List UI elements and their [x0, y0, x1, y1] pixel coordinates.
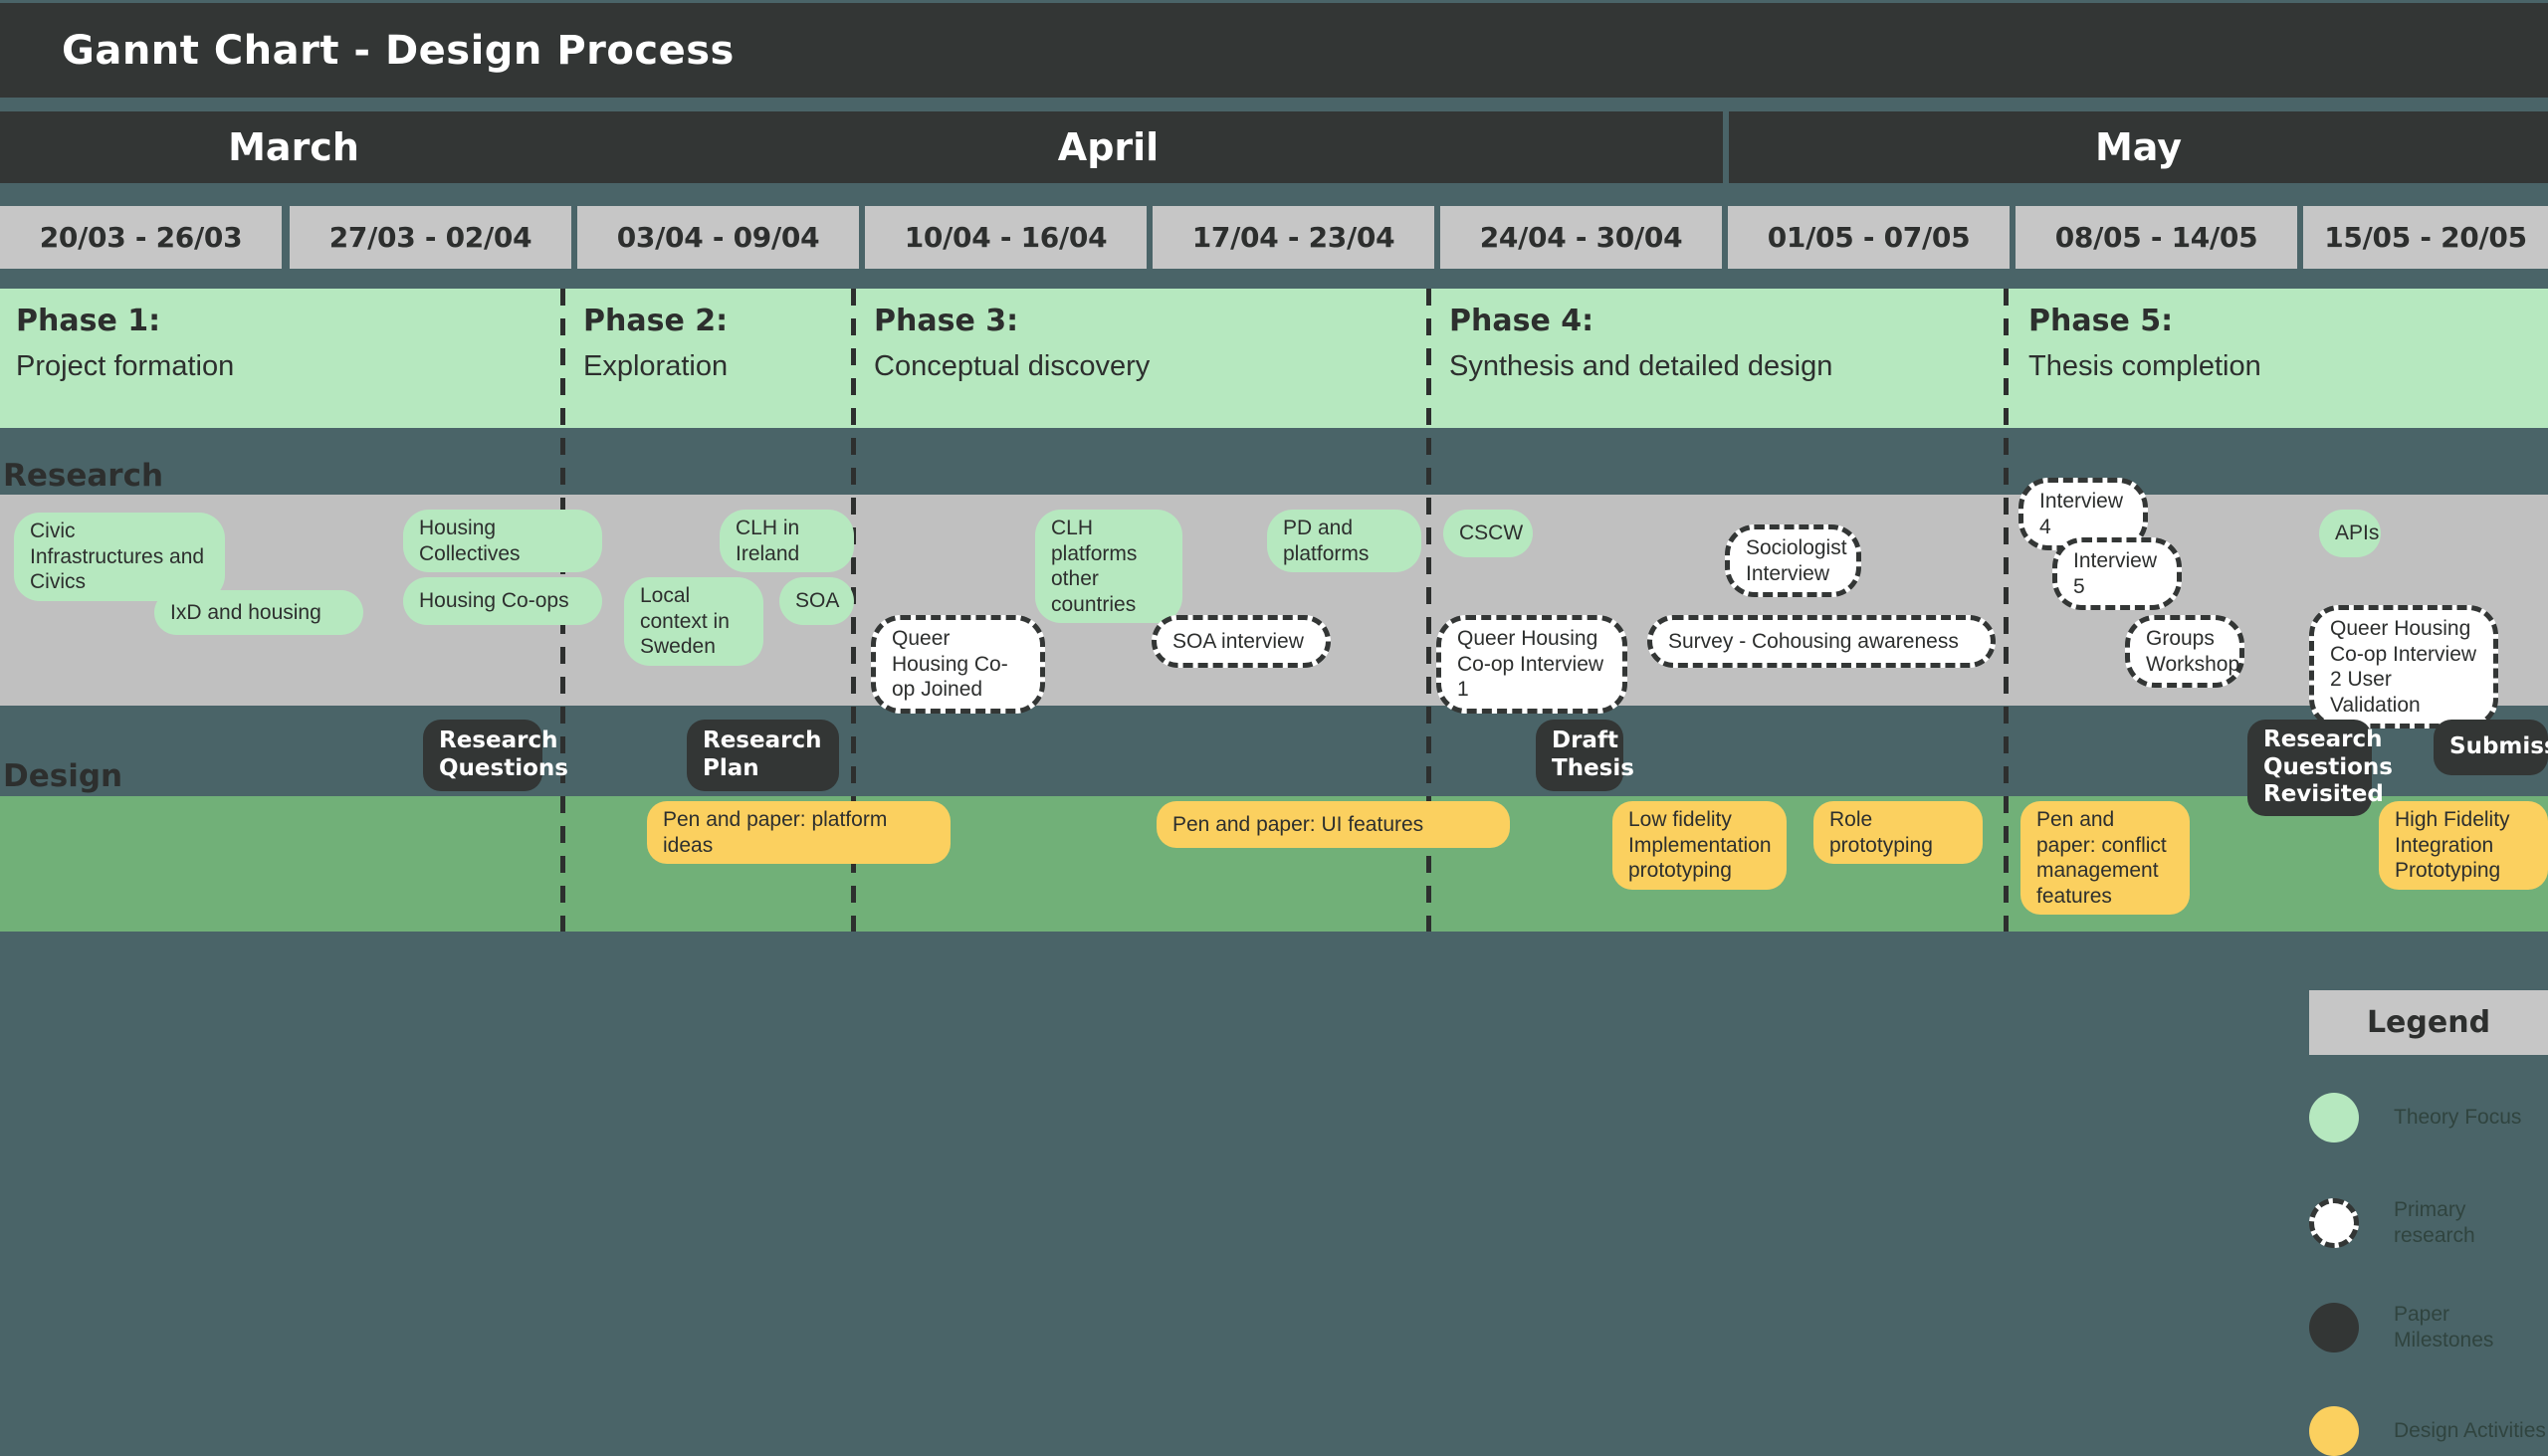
legend-label: Paper Milestones: [2394, 1303, 2494, 1352]
milestone-pill[interactable]: Submission: [2434, 720, 2548, 775]
research-task-pill[interactable]: SOA interview: [1152, 615, 1331, 668]
phase-block-3: Phase 3: Conceptual discovery: [858, 289, 1425, 428]
legend-label: Theory Focus: [2394, 1105, 2522, 1129]
phase-block-2: Phase 2: Exploration: [567, 289, 853, 428]
design-activity-pill[interactable]: Pen and paper: platform ideas: [647, 801, 951, 865]
phase-band: Phase 1: Project formation Phase 2: Explora…: [0, 289, 2548, 428]
phase-block-5: Phase 5: Thesis completion: [2013, 289, 2548, 428]
design-activity-pill[interactable]: Role prototyping: [1813, 801, 1983, 865]
phase-name: Phase 2:: [583, 304, 729, 338]
phase-block-1: Phase 1: Project formation: [0, 289, 562, 428]
research-task-pill[interactable]: CSCW: [1443, 510, 1533, 557]
research-task-pill[interactable]: Sociologist Interview: [1725, 524, 1861, 598]
phase-divider-line: [2004, 289, 2009, 932]
week-cell: 03/04 - 09/04: [577, 206, 859, 269]
research-task-pill[interactable]: Housing Collectives: [403, 510, 602, 573]
milestone-pill[interactable]: Research Plan: [687, 720, 839, 791]
research-task-pill[interactable]: PD and platforms: [1267, 510, 1421, 573]
phase-description: Exploration: [583, 350, 729, 382]
research-task-pill[interactable]: CLH in Ireland: [720, 510, 854, 573]
legend-title: Legend: [2309, 990, 2548, 1055]
phase-block-4: Phase 4: Synthesis and detailed design: [1433, 289, 2006, 428]
research-task-pill[interactable]: SOA: [779, 577, 854, 625]
phase-divider-line: [1426, 289, 1431, 932]
legend-item: Primary research: [2309, 1197, 2548, 1250]
research-task-pill[interactable]: Groups Workshop: [2125, 615, 2244, 689]
research-task-pill[interactable]: IxD and housing: [154, 590, 363, 635]
legend-label: Design Activities: [2394, 1418, 2546, 1442]
research-task-pill[interactable]: Queer Housing Co-op Joined: [871, 615, 1045, 714]
milestone-pill[interactable]: Draft Thesis: [1536, 720, 1634, 791]
legend-label: Primary research: [2394, 1198, 2475, 1248]
legend-swatch-milestone: [2309, 1303, 2359, 1353]
title-bar: Gannt Chart - Design Process: [0, 3, 2548, 98]
design-activity-pill[interactable]: Pen and paper: conflict management featu…: [2020, 801, 2190, 916]
milestone-pill[interactable]: Research Questions: [423, 720, 568, 791]
week-cell: 10/04 - 16/04: [865, 206, 1147, 269]
week-cell: 24/04 - 30/04: [1440, 206, 1722, 269]
week-cell: 08/05 - 14/05: [2016, 206, 2297, 269]
phase-name: Phase 5:: [2028, 304, 2174, 338]
legend-swatch-activity: [2309, 1406, 2359, 1456]
research-task-pill[interactable]: Queer Housing Co-op Interview 1: [1436, 615, 1627, 714]
design-activity-pill[interactable]: High Fidelity Integration Prototyping: [2379, 801, 2548, 890]
phase-name: Phase 3:: [874, 304, 1019, 338]
lane-label-design: Design: [3, 758, 123, 794]
page-title: Gannt Chart - Design Process: [62, 27, 735, 74]
research-task-pill[interactable]: Survey - Cohousing awareness: [1647, 615, 1996, 668]
research-task-pill[interactable]: CLH platforms other countries: [1035, 510, 1182, 624]
phase-name: Phase 1:: [16, 304, 161, 338]
week-cell: 15/05 - 20/05: [2303, 206, 2548, 269]
phase-description: Thesis completion: [2028, 350, 2261, 382]
phase-description: Conceptual discovery: [874, 350, 1151, 382]
legend-item: Design Activities: [2309, 1406, 2546, 1456]
research-task-pill[interactable]: Housing Co-ops: [403, 577, 602, 625]
legend-item: Theory Focus: [2309, 1093, 2521, 1143]
research-task-pill[interactable]: Local context in Sweden: [624, 577, 763, 666]
week-cell: 01/05 - 07/05: [1728, 206, 2010, 269]
design-activity-pill[interactable]: Pen and paper: UI features: [1157, 801, 1510, 848]
research-task-pill[interactable]: APIs: [2319, 510, 2381, 557]
phase-description: Project formation: [16, 350, 235, 382]
month-header-may: May: [1729, 111, 2548, 183]
legend-swatch-primary: [2309, 1198, 2359, 1249]
research-task-pill[interactable]: Queer Housing Co-op Interview 2 User Val…: [2309, 605, 2498, 729]
lane-label-research: Research: [3, 458, 164, 494]
design-activity-pill[interactable]: Low fidelity Implementation prototyping: [1612, 801, 1787, 890]
month-header-march: March: [0, 111, 587, 183]
month-header-april: April: [494, 111, 1723, 183]
week-cell: 20/03 - 26/03: [0, 206, 282, 269]
legend-item: Paper Milestones: [2309, 1302, 2548, 1354]
phase-description: Synthesis and detailed design: [1449, 350, 1833, 382]
milestone-pill[interactable]: Research Questions Revisited: [2247, 720, 2393, 816]
phase-divider-line: [851, 289, 856, 932]
research-task-pill[interactable]: Interview 4: [2018, 478, 2148, 551]
phase-name: Phase 4:: [1449, 304, 1594, 338]
legend-swatch-theory: [2309, 1093, 2359, 1143]
week-cell: 17/04 - 23/04: [1153, 206, 1434, 269]
week-cell: 27/03 - 02/04: [290, 206, 571, 269]
research-task-pill[interactable]: Interview 5: [2052, 537, 2182, 611]
research-task-pill[interactable]: Civic Infrastructures and Civics: [14, 513, 225, 601]
